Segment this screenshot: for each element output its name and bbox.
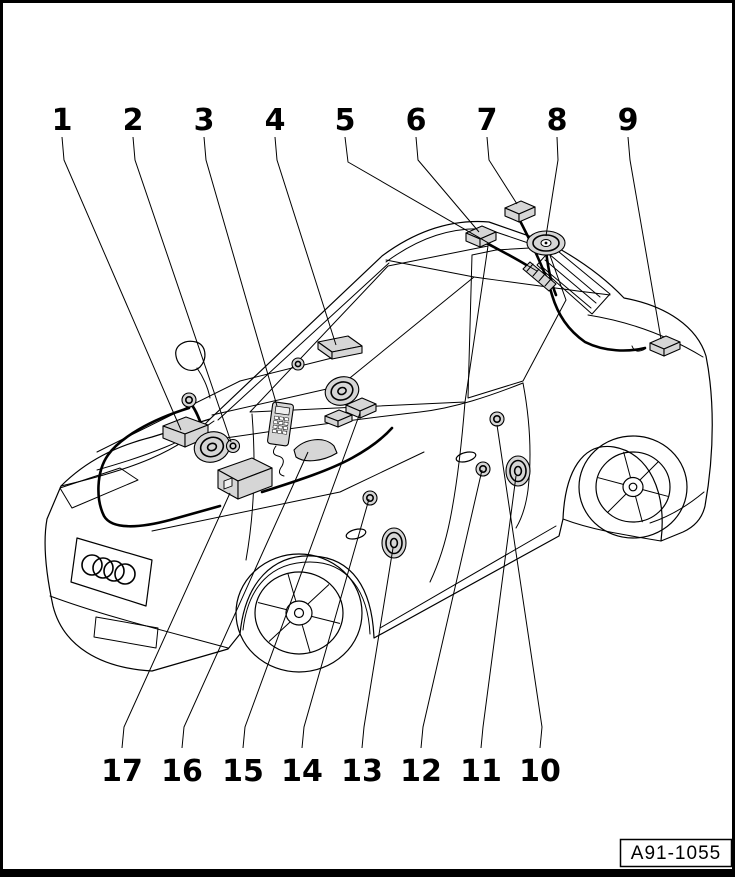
rear-door-sill-grommet-icon [489,411,505,427]
callout-9-label: 9 [618,103,639,138]
front-door-tweeter-housing-icon [162,416,209,448]
rear-shelf-module-icon [317,335,363,360]
windshield [211,259,475,416]
callout-14-label: 14 [281,754,323,789]
leader-line-10 [496,424,543,749]
center-speaker-housing-icon [293,439,338,462]
components [162,200,681,559]
front-bass-speaker-icon [193,431,241,463]
callout-4-label: 4 [265,103,286,138]
amplifier-icon [217,457,273,500]
callout-numbers: 1 2 3 4 5 6 7 8 9 17 16 15 14 13 12 11 1… [52,103,639,789]
leader-line-14 [301,498,370,749]
leader-line-12 [420,469,483,749]
mid-panel-grommet-icon [291,357,305,371]
rear-door-handle [455,451,477,463]
callout-17-label: 17 [101,754,143,789]
callout-5-label: 5 [335,103,356,138]
rear-wheel [578,435,688,539]
audi-rings-icon [81,554,136,585]
callout-1-label: 1 [52,103,73,138]
license-plate [93,616,159,649]
leader-line-11 [480,475,517,749]
leader-line-4 [274,136,337,346]
front-door-grommet-icon [362,490,378,506]
callout-8-label: 8 [547,103,568,138]
leader-line-6 [415,136,480,233]
leader-line-1 [61,136,182,431]
roof-antenna-amplifier-module-icon [465,225,497,248]
callout-3-label: 3 [194,103,215,138]
rear-door-speaker-icon [505,455,531,487]
shelf-small-module-icon [324,397,377,428]
callout-15-label: 15 [222,754,264,789]
page-frame-bottom [0,869,735,877]
callout-16-label: 16 [161,754,203,789]
callout-11-label: 11 [460,754,502,789]
front-panel-grommet-icon [181,392,197,408]
leader-line-8 [545,136,559,237]
callout-10-label: 10 [519,754,561,789]
callout-7-label: 7 [477,103,498,138]
leader-line-15 [242,412,361,749]
callout-13-label: 13 [341,754,383,789]
telephone-handset-icon [267,401,294,447]
callout-6-label: 6 [406,103,427,138]
front-door-handle [345,528,367,540]
figure-label-text: A91-1055 [631,843,721,864]
leader-lines [61,136,662,749]
callout-2-label: 2 [123,103,144,138]
grille [70,537,153,607]
side-mirror [175,340,206,371]
roof-antenna-icon [526,230,566,256]
figure-label-frame [619,838,733,868]
roof-antenna-base-module-icon [504,200,536,223]
rear-door-grommet-icon [475,461,491,477]
leader-line-13 [361,547,394,749]
rear-window [536,246,611,315]
leader-line-9 [627,136,662,340]
figure-label-box: A91-1055 [619,838,733,868]
callout-12-label: 12 [400,754,442,789]
leader-line-16 [181,451,309,749]
leader-line-17 [121,492,231,749]
leader-line-2 [132,136,232,443]
front-door-speaker-icon [381,527,407,559]
leader-line-7 [486,136,518,205]
leader-line-5 [344,136,538,272]
leader-line-3 [203,136,278,407]
